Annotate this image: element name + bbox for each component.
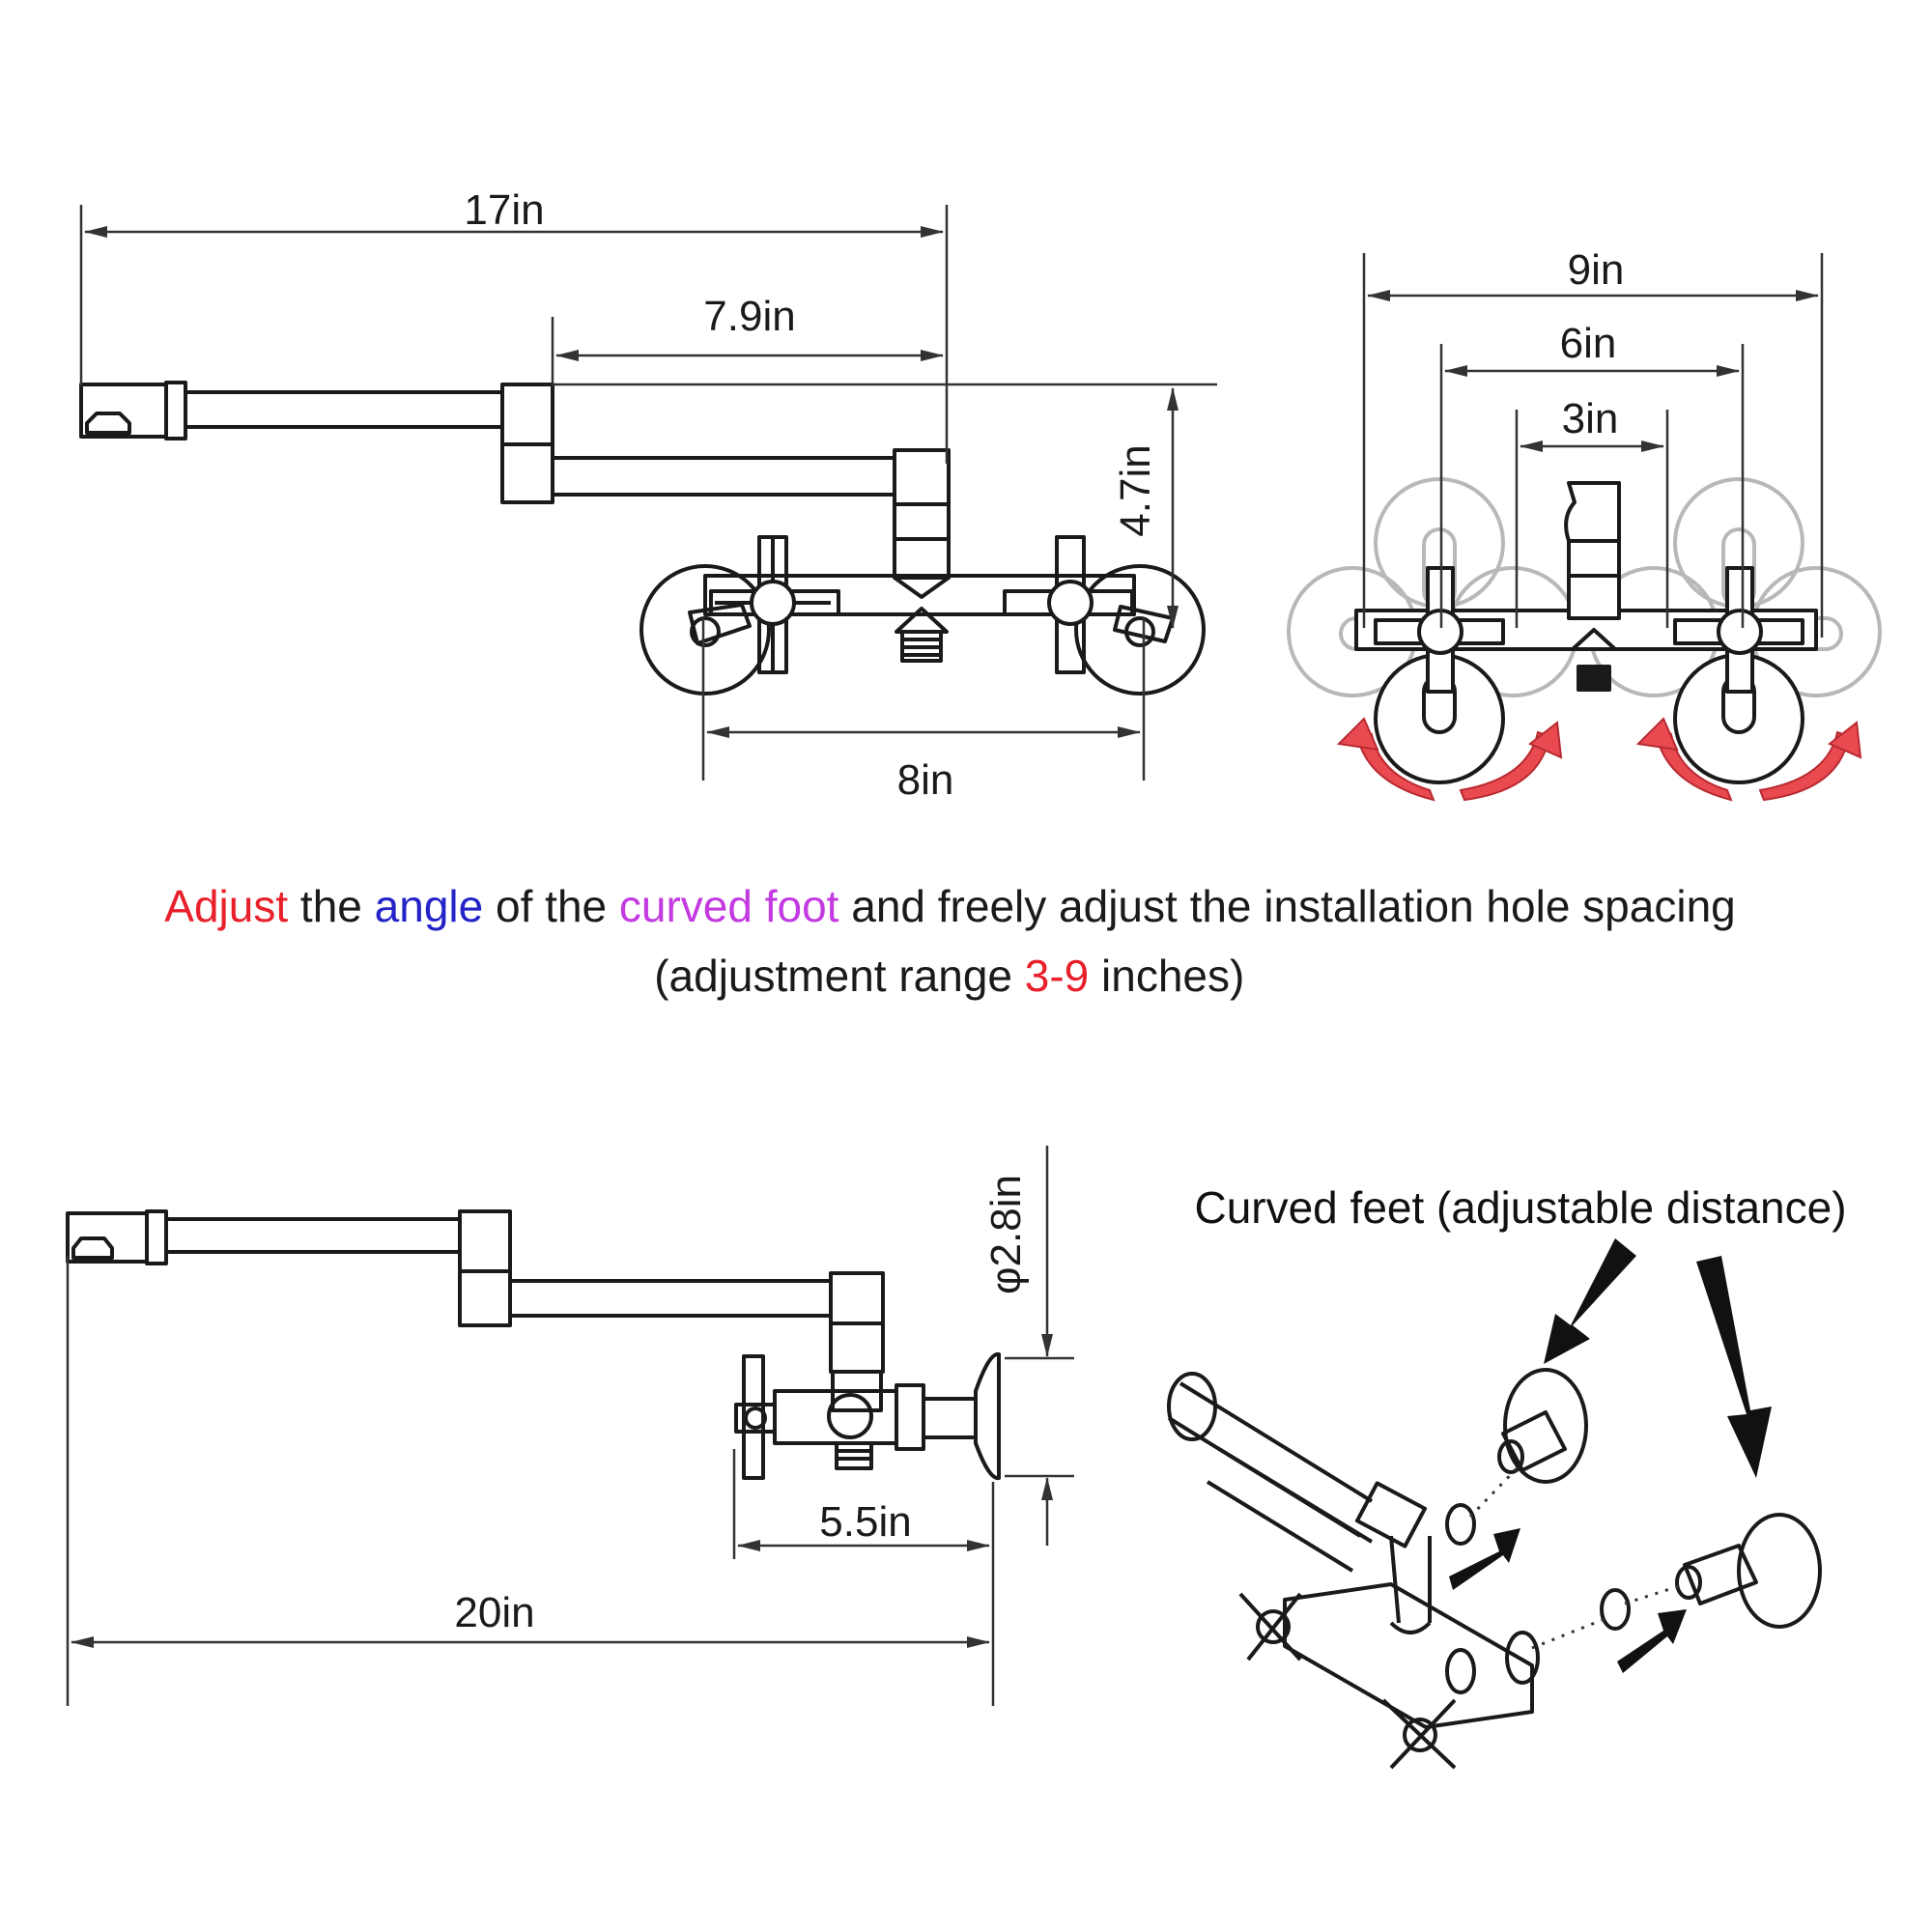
dim-17in-label: 17in: [464, 186, 544, 234]
caption-adjust: Adjust: [164, 881, 288, 931]
caption-angle: angle: [375, 881, 484, 931]
caption-the: the: [288, 881, 375, 931]
caption-line-1: Adjust the angle of the curved foot and …: [105, 881, 1773, 931]
bottom-left-dimension-lines: [66, 1146, 1074, 1706]
caption-rest: and freely adjust the installation hole …: [838, 881, 1735, 931]
dim-6in-label: 6in: [1560, 320, 1617, 367]
dim-5-5in-label: 5.5in: [819, 1498, 911, 1546]
caption-of-the: of the: [483, 881, 619, 931]
dim-3in-label: 3in: [1562, 395, 1619, 442]
caption-line-2: (adjustment range 3-9 inches): [592, 951, 1281, 1001]
caption-curved-foot: curved foot: [619, 881, 839, 931]
top-left-dimension-lines: [79, 205, 1217, 781]
caption-close: inches): [1089, 951, 1244, 1001]
dim-4-7in-label: 4.7in: [1112, 444, 1159, 536]
dim-8in-label: 8in: [897, 756, 954, 804]
top-right-dimension-lines: [1362, 253, 1824, 638]
callout-arrows: [1449, 1238, 1772, 1673]
dim-7-9in-label: 7.9in: [703, 293, 795, 340]
top-right-faucet-drawing: [1354, 481, 1818, 784]
dotted-guide-lines: [1468, 1461, 1686, 1650]
exploded-faucet-drawing: [1167, 1368, 1822, 1770]
caption-open: (adjustment range: [654, 951, 1025, 1001]
top-left-faucet-drawing: [79, 381, 1206, 696]
dim-9in-label: 9in: [1568, 246, 1625, 294]
rotation-arrows: [1336, 717, 1862, 802]
curved-feet-callout: Curved feet (adjustable distance): [1194, 1182, 1846, 1233]
dim-20in-label: 20in: [454, 1589, 534, 1636]
dim-2-8in-label: φ2.8in: [982, 1175, 1030, 1294]
caption-range: 3-9: [1025, 951, 1089, 1001]
bottom-left-faucet-drawing: [66, 1209, 1001, 1481]
